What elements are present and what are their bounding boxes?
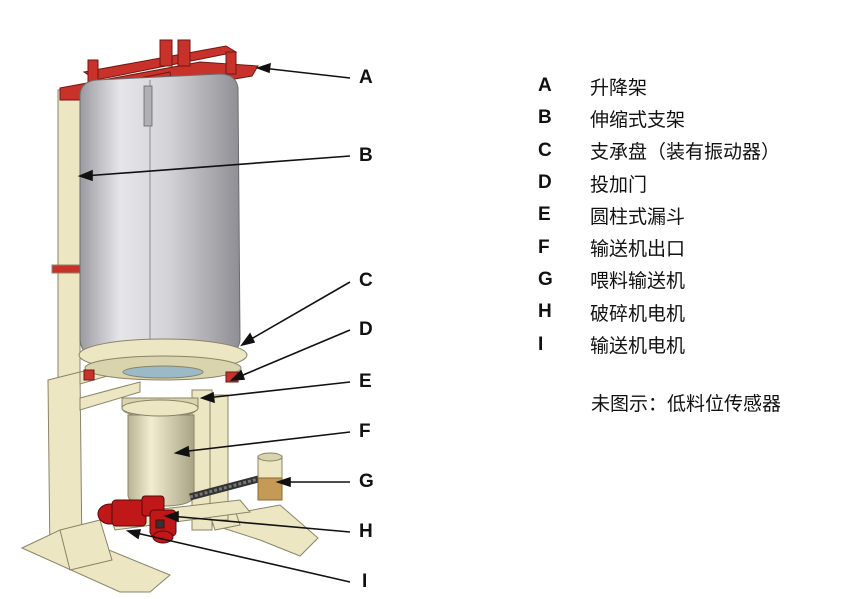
leader-c bbox=[245, 281, 351, 343]
legend-label: 升降架 bbox=[590, 76, 648, 99]
legend-item: G 喂料输送机 bbox=[538, 264, 838, 296]
legend-key: E bbox=[538, 204, 551, 226]
leader-i bbox=[131, 531, 351, 583]
callout-letter-i: I bbox=[362, 571, 368, 592]
callout-letter-h: H bbox=[359, 521, 373, 542]
legend-item: B 伸缩式支架 bbox=[538, 102, 838, 134]
legend-key: H bbox=[538, 301, 552, 323]
legend-key: D bbox=[538, 172, 552, 194]
callout-letter-b: B bbox=[359, 145, 373, 166]
legend-key: G bbox=[538, 268, 553, 290]
leader-d bbox=[235, 329, 351, 379]
not-shown-note: 未图示：低料位传感器 bbox=[591, 393, 782, 415]
callout-letter-a: A bbox=[359, 67, 373, 88]
leader-f bbox=[179, 431, 351, 453]
leader-h bbox=[169, 515, 351, 533]
legend-label: 破碎机电机 bbox=[590, 302, 686, 325]
legend-item: D 投加门 bbox=[538, 167, 838, 199]
callout-letter-g: G bbox=[359, 471, 374, 492]
callout-letter-c: C bbox=[359, 270, 373, 291]
legend-label: 喂料输送机 bbox=[590, 270, 686, 293]
leader-a bbox=[261, 67, 351, 79]
legend-item: E 圆柱式漏斗 bbox=[538, 199, 838, 231]
bulk-bag bbox=[79, 73, 241, 363]
legend-key: A bbox=[538, 75, 552, 97]
leader-lines bbox=[77, 62, 351, 583]
support-plate bbox=[78, 338, 248, 381]
legend-item: C 支承盘（装有振动器） bbox=[538, 135, 838, 167]
legend: A 升降架 B 伸缩式支架 C 支承盘（装有振动器） D 投加门 E 圆柱式漏斗… bbox=[538, 70, 838, 361]
legend-item: F 输送机出口 bbox=[538, 231, 838, 263]
legend-key: F bbox=[538, 236, 550, 258]
legend-label: 支承盘（装有振动器） bbox=[590, 141, 781, 164]
legend-label: 输送机出口 bbox=[590, 238, 686, 261]
legend-label: 输送机电机 bbox=[590, 335, 686, 358]
legend-label: 圆柱式漏斗 bbox=[590, 205, 686, 228]
legend-item: I 输送机电机 bbox=[538, 328, 838, 360]
callout-letter-d: D bbox=[359, 319, 373, 340]
leader-b bbox=[83, 155, 351, 177]
legend-item: A 升降架 bbox=[538, 70, 838, 102]
legend-key: B bbox=[538, 107, 552, 129]
callout-letter-e: E bbox=[359, 371, 372, 392]
legend-item: H 破碎机电机 bbox=[538, 296, 838, 328]
legend-key: I bbox=[538, 333, 544, 355]
legend-label: 伸缩式支架 bbox=[590, 108, 686, 131]
legend-key: C bbox=[538, 139, 552, 161]
callout-letter-f: F bbox=[359, 421, 371, 442]
feed-conveyor bbox=[189, 452, 283, 501]
leader-e bbox=[205, 381, 351, 399]
cylindrical-hopper bbox=[121, 397, 199, 507]
legend-label: 投加门 bbox=[590, 173, 648, 196]
